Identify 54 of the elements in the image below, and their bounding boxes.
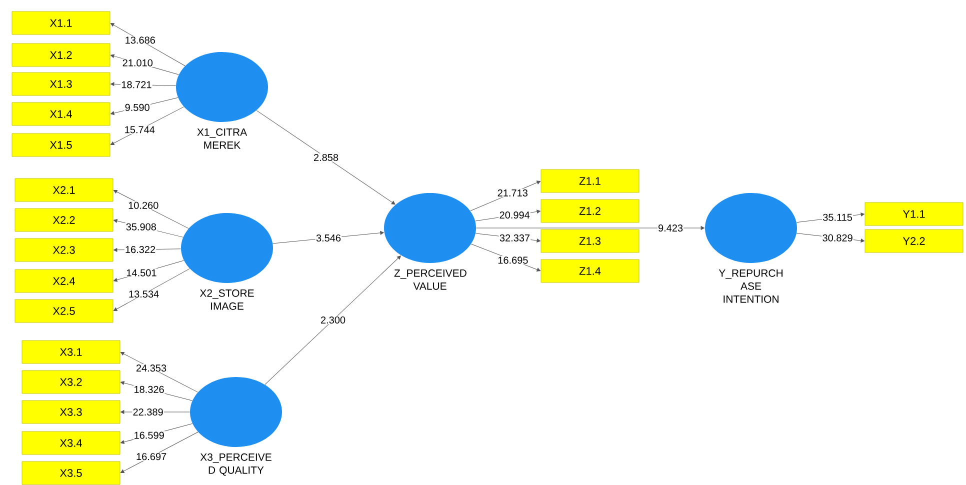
edge-label: 10.260 [127,201,160,210]
node-label: X1_CITRA MEREK [197,128,248,149]
edge-label: 18.326 [133,385,165,394]
indicator-box: X1.1 [12,11,110,35]
indicator-box: Z1.2 [540,199,640,223]
edge-label: 32.337 [498,234,531,242]
edge-label: 14.501 [126,268,158,277]
node-label: Y_REPURCH ASE INTENTION [718,269,783,303]
edge-label: 35.908 [125,222,158,232]
edge-label: 22.389 [132,408,164,416]
edge-label: 24.353 [135,364,168,372]
arrow [264,256,401,385]
indicator-box: X2.3 [14,238,114,262]
indicator-box: Y1.1 [864,202,964,226]
indicator-box: X2.1 [14,178,114,202]
indicator-box: X2.5 [14,299,114,323]
edge-label: 30.829 [822,234,854,242]
node-label: X3_PERCEIVE D QUALITY [200,453,272,476]
node-label: X2_STORE IMAGE [200,289,254,310]
indicator-box: X3.4 [22,431,120,455]
edge-label: 13.534 [128,290,160,298]
edge-label: 13.686 [124,36,156,44]
indicator-box: X2.2 [14,208,114,232]
edge-label: 3.546 [315,234,342,242]
edge-label: 9.590 [124,103,150,112]
indicator-box: X1.4 [12,102,110,126]
edge-label: 18.721 [120,80,152,89]
arrow [256,110,396,205]
edge-label: 16.599 [133,431,165,440]
indicator-box: X3.5 [22,461,120,485]
edge-label: 15.744 [124,126,156,134]
edge-label: 16.322 [124,245,156,254]
indicator-box: X1.5 [12,133,110,157]
edge-label: 20.994 [498,210,530,220]
indicator-box: X3.2 [22,370,120,394]
edge-label: 2.300 [320,316,346,324]
indicator-box: Y2.2 [864,229,964,253]
arrow [476,226,704,230]
indicator-box: Z1.4 [540,259,640,283]
indicator-box: X3.1 [22,340,120,364]
indicator-box: X1.3 [12,72,110,96]
indicator-box: Z1.1 [540,169,640,193]
node-label: Z_PERCEIVED VALUE [394,269,466,290]
indicator-box: X1.2 [12,43,110,67]
edge-label: 2.858 [312,153,340,162]
indicator-box: Z1.3 [540,229,640,253]
edge-label: 16.697 [135,452,168,461]
edge-label: 35.115 [822,213,854,222]
edge-label: 16.695 [497,256,529,264]
indicator-box: X3.3 [22,400,120,424]
indicator-box: X2.4 [14,269,114,293]
edge-label: 9.423 [657,224,684,232]
edge-label: 21.713 [496,188,529,198]
edge-label: 21.010 [122,58,154,67]
